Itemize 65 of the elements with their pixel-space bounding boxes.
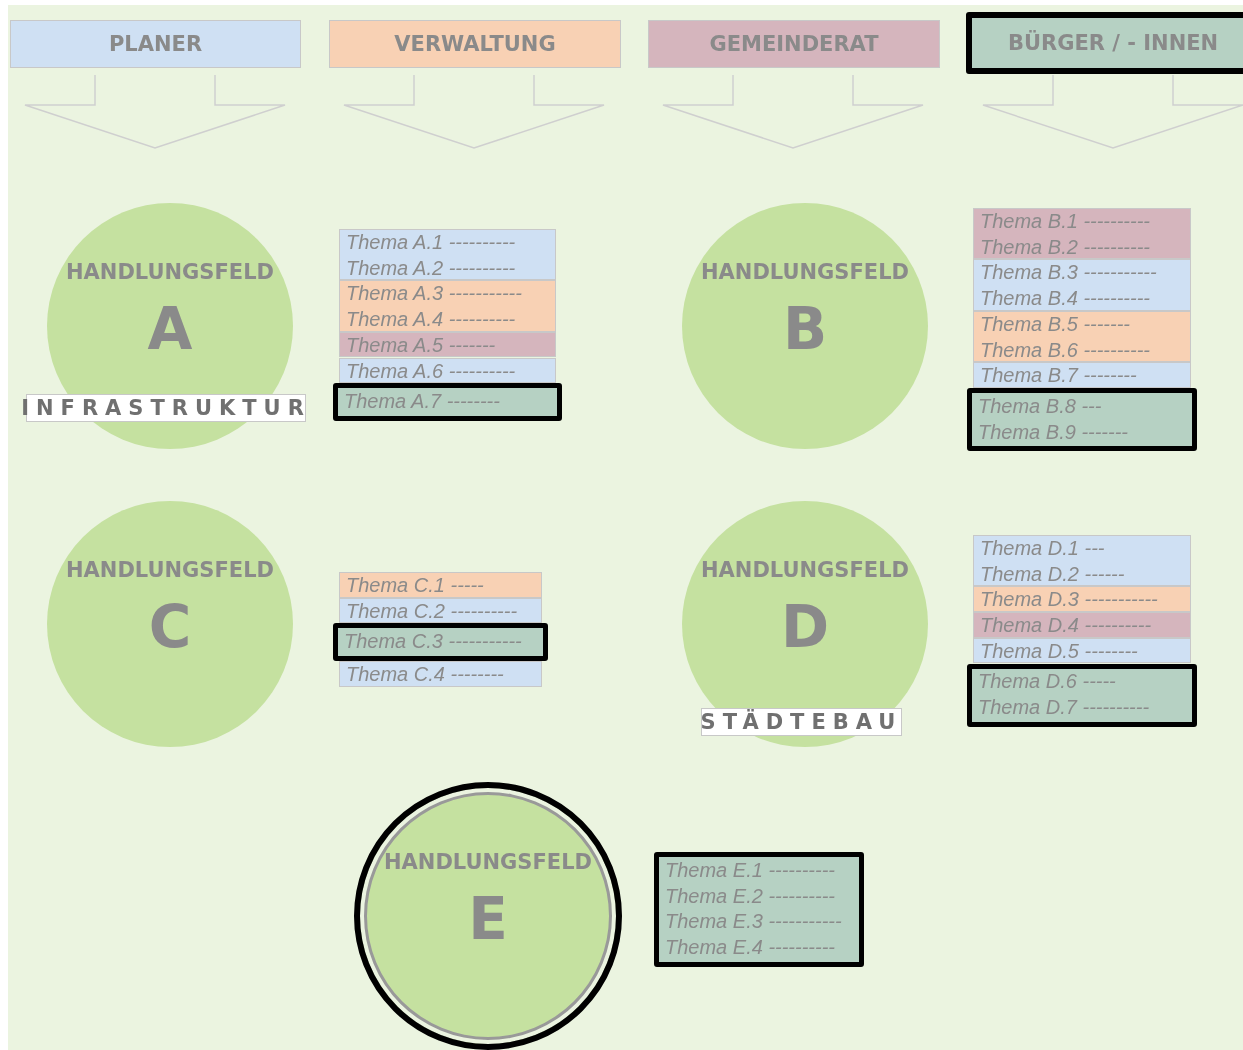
topic-line: Thema D.4 ---------- xyxy=(979,613,1152,639)
circle-heading: HANDLUNGSFELD xyxy=(701,558,909,583)
topic-band xyxy=(973,612,1191,638)
topic-line: Thema B.1 ---------- xyxy=(979,209,1150,234)
circle-letter: A xyxy=(147,298,193,362)
circle-heading: HANDLUNGSFELD xyxy=(66,558,274,583)
topic-line: Thema D.1 --- xyxy=(979,536,1105,561)
topic-band xyxy=(967,387,1197,452)
circle-heading: HANDLUNGSFELD xyxy=(66,260,274,285)
topic-line: Thema A.5 ------- xyxy=(345,332,496,358)
topic-band xyxy=(339,597,542,624)
topic-line: Thema E.2 ---------- xyxy=(664,883,835,909)
circle-letter: C xyxy=(148,596,192,660)
topic-band xyxy=(339,280,556,332)
topic-line: Thema C.4 -------- xyxy=(345,662,504,688)
topic-line: Thema D.3 ----------- xyxy=(979,587,1158,613)
topic-line: Thema B.2 ---------- xyxy=(979,234,1150,260)
topic-band xyxy=(973,535,1191,587)
category-header: BÜRGER / - INNEN xyxy=(966,12,1243,74)
topic-line: Thema C.3 ----------- xyxy=(343,629,522,655)
topic-line: Thema A.6 ---------- xyxy=(345,358,516,384)
category-header: GEMEINDERAT xyxy=(648,20,940,68)
topic-line: Thema E.3 ----------- xyxy=(664,909,842,935)
circle-letter: D xyxy=(780,596,830,660)
topic-band xyxy=(339,229,556,281)
topic-band xyxy=(333,623,548,662)
topic-band xyxy=(967,663,1197,727)
topic-band xyxy=(339,331,556,358)
circle-heading: HANDLUNGSFELD xyxy=(384,850,592,875)
topic-line: Thema A.4 ---------- xyxy=(345,307,516,333)
topic-line: Thema D.6 ----- xyxy=(977,669,1116,695)
topic-band xyxy=(339,661,542,687)
topic-line: Thema B.5 ------- xyxy=(979,311,1130,337)
topic-band xyxy=(973,310,1191,363)
topic-band xyxy=(973,259,1191,311)
topic-line: Thema B.7 -------- xyxy=(979,363,1137,389)
topic-band xyxy=(973,637,1191,664)
topic-line: Thema C.2 ---------- xyxy=(345,598,518,624)
topic-line: Thema B.9 ------- xyxy=(977,419,1128,445)
topic-line: Thema D.5 -------- xyxy=(979,638,1138,664)
topic-line: Thema A.7 -------- xyxy=(343,389,500,415)
category-header: VERWALTUNG xyxy=(329,20,621,68)
topic-line: Thema B.6 ---------- xyxy=(979,337,1150,363)
topic-line: Thema B.4 ---------- xyxy=(979,286,1150,312)
topic-band xyxy=(654,852,864,967)
topic-line: Thema D.2 ------ xyxy=(979,561,1125,587)
topic-line: Thema B.8 --- xyxy=(977,393,1102,419)
topic-band xyxy=(973,586,1191,613)
topic-line: Thema A.1 ---------- xyxy=(345,230,516,255)
topic-band xyxy=(339,572,542,598)
topic-line: Thema D.7 ---------- xyxy=(977,695,1150,721)
topic-line: Thema A.3 ----------- xyxy=(345,281,522,307)
topic-line: Thema C.1 ----- xyxy=(345,573,484,598)
topic-band xyxy=(973,362,1191,388)
topic-band xyxy=(333,383,562,421)
topic-line: Thema B.3 ----------- xyxy=(979,260,1157,286)
topic-line: Thema E.1 ---------- xyxy=(664,858,835,883)
circle-letter: E xyxy=(468,888,508,952)
topic-band xyxy=(339,357,556,384)
circle-heading: HANDLUNGSFELD xyxy=(701,260,909,285)
topic-line: Thema E.4 ---------- xyxy=(664,935,835,961)
circle-letter: B xyxy=(782,298,828,362)
topic-line: Thema A.2 ---------- xyxy=(345,255,516,281)
category-header: PLANER xyxy=(10,20,301,68)
topic-band xyxy=(973,208,1191,260)
